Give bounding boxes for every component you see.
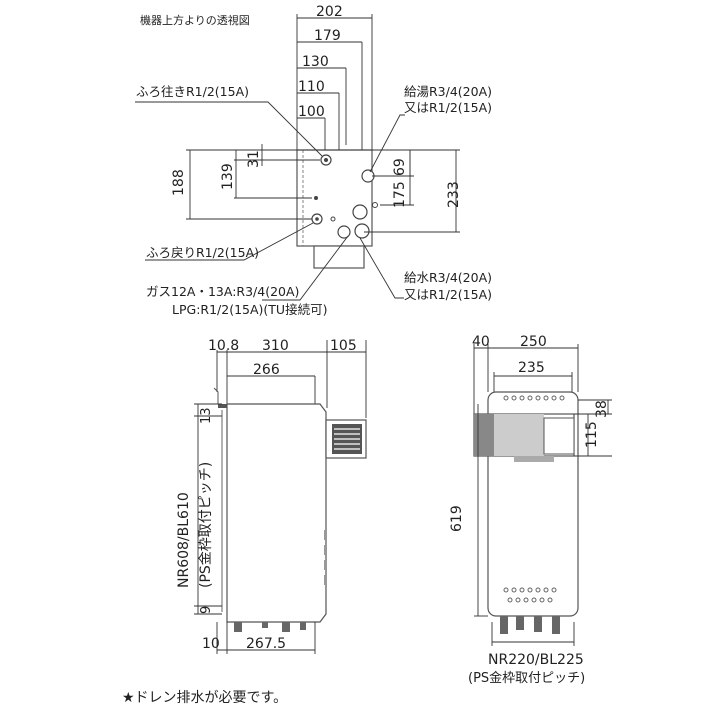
front-top-vents: [503, 395, 565, 401]
top-view-left-dimensions: [186, 144, 320, 220]
dim-10-8: 10.8: [208, 338, 239, 354]
label-hot-water: 給湯R3/4(20A): [404, 84, 492, 99]
label-gas: ガス12A・13A:R3/4(20A): [146, 284, 299, 299]
label-water-supply-alt: 又はR1/2(15A): [404, 287, 492, 302]
front-bottom-vents: [503, 587, 557, 603]
dim-188: 188: [171, 169, 187, 196]
top-view-caption: 機器上方よりの透視図: [140, 13, 250, 27]
top-view-right-dimensions: [364, 150, 460, 233]
dim-10: 10: [202, 636, 220, 652]
side-view-wire: [213, 387, 219, 404]
front-pitch-model: NR220/BL225: [488, 652, 584, 668]
top-view-extension-lines: [296, 14, 373, 175]
side-view-top-clip: [218, 404, 227, 408]
dim-266: 266: [253, 362, 280, 378]
front-view-bottom-dimensions: [491, 622, 575, 646]
dim-31: 31: [246, 150, 262, 168]
top-view-width-dimensions: [297, 17, 372, 119]
dim-100: 100: [298, 104, 325, 120]
dim-310: 310: [262, 338, 289, 354]
label-water-supply: 給水R3/4(20A): [404, 270, 492, 285]
label-bath-supply: ふろ往きR1/2(15A): [136, 84, 249, 99]
dim-139: 139: [220, 163, 236, 190]
front-exhaust-duct: [494, 414, 544, 456]
front-view-bottom-pipes: [500, 616, 560, 634]
dim-175: 175: [392, 181, 408, 208]
leader-lines: [135, 101, 405, 301]
dim-619: 619: [449, 505, 465, 532]
side-view-body: [226, 403, 327, 623]
dim-179: 179: [314, 28, 341, 44]
label-gas-lpg: LPG:R1/2(15A)(TU接続可): [172, 302, 327, 317]
front-exhaust-cover: [543, 417, 575, 455]
front-pitch-note: (PS金枠取付ピッチ): [468, 670, 585, 686]
dim-9: 9: [199, 606, 214, 614]
side-exhaust-slats: [334, 428, 360, 450]
front-exhaust-side: [474, 414, 494, 456]
drain-footnote: ★ドレン排水が必要です。: [122, 690, 287, 706]
label-hot-water-alt: 又はR1/2(15A): [404, 100, 492, 115]
unit-top-bottom-block: [313, 245, 365, 269]
dim-40: 40: [472, 334, 490, 350]
side-view-panel-marks: [324, 530, 327, 585]
side-view-bottom-dimensions: [216, 622, 316, 654]
side-view-left-dimensions: [194, 403, 222, 615]
side-view-top-dimensions: [216, 340, 367, 418]
side-pitch-note: (PS金枠取付ピッチ): [198, 462, 214, 588]
front-exhaust-base: [514, 456, 554, 462]
side-pitch-model: NR608/BL610: [176, 492, 192, 588]
label-bath-return: ふろ戻りR1/2(15A): [146, 245, 259, 260]
dim-69: 69: [392, 158, 408, 176]
dim-130: 130: [302, 54, 329, 70]
dim-110: 110: [298, 79, 325, 95]
dim-105: 105: [330, 338, 357, 354]
dim-202: 202: [316, 4, 343, 20]
dim-233: 233: [446, 181, 462, 208]
front-view-right-dimensions: [574, 399, 612, 457]
dim-267-5: 267.5: [246, 636, 286, 652]
side-view-bottom-pipes: [234, 622, 306, 632]
dim-13: 13: [199, 407, 214, 424]
dim-115: 115: [584, 421, 600, 448]
dim-250: 250: [520, 334, 547, 350]
dim-235: 235: [518, 360, 545, 376]
dim-38: 38: [594, 400, 610, 418]
pipe-connections: [311, 154, 378, 239]
front-view-height-dimension: [474, 404, 488, 617]
